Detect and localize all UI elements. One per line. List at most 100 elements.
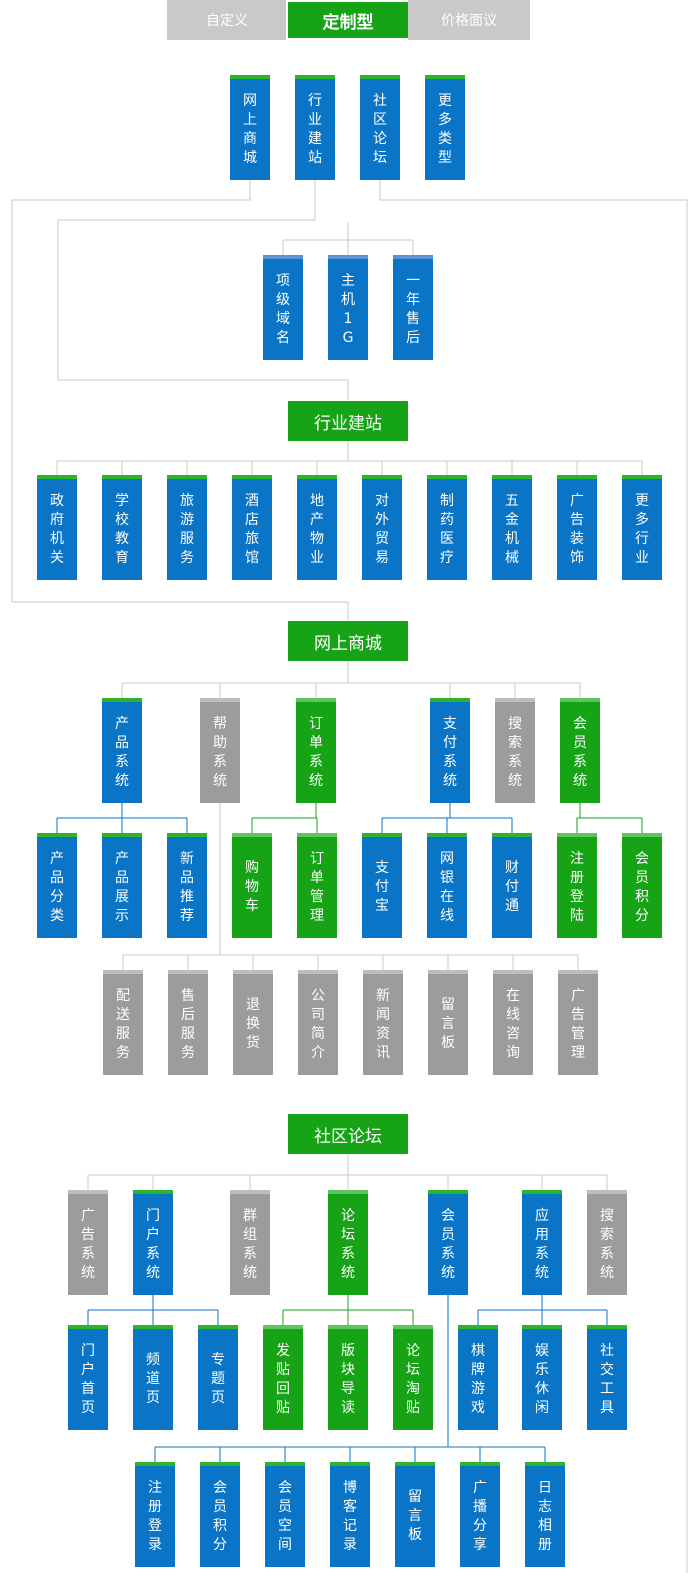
box-label: 版块导读 xyxy=(341,1342,355,1416)
mall-module-box: 产品系统 xyxy=(102,698,142,803)
help-item-box: 广告管理 xyxy=(558,970,598,1075)
box-label: 主机1G xyxy=(341,272,355,346)
box-label: 注册登录 xyxy=(148,1479,162,1553)
forum-module-box: 应用系统 xyxy=(522,1190,562,1295)
mall-sub-box: 产品分类 xyxy=(37,833,77,938)
outer-frame-line xyxy=(11,180,349,620)
box-label: 产品分类 xyxy=(50,850,64,924)
forum-module-box: 群组系统 xyxy=(230,1190,270,1295)
box-label: 产品展示 xyxy=(115,850,129,924)
industry-box: 旅游服务 xyxy=(167,475,207,580)
forum-module-box: 广告系统 xyxy=(68,1190,108,1295)
mall-module-box: 订单系统 xyxy=(296,698,336,803)
box-label: 更多类型 xyxy=(438,92,452,166)
member-item-box: 会员空间 xyxy=(265,1462,305,1567)
box-label: 帮助系统 xyxy=(213,715,227,789)
feature-box: 主机1G xyxy=(328,255,368,360)
box-label: 棋牌游戏 xyxy=(471,1342,485,1416)
industry-box: 地产物业 xyxy=(297,475,337,580)
help-item-box: 公司简介 xyxy=(298,970,338,1075)
forum-module-box: 门户系统 xyxy=(133,1190,173,1295)
box-label: 财付通 xyxy=(505,860,519,914)
box-label: 会员积分 xyxy=(213,1479,227,1553)
site-type-box: 行业建站 xyxy=(295,75,335,180)
site-type-box: 更多类型 xyxy=(425,75,465,180)
help-item-box: 退换货 xyxy=(233,970,273,1075)
box-label: 网上商城 xyxy=(243,92,257,166)
industry-box: 酒店旅馆 xyxy=(232,475,272,580)
box-label: 留言板 xyxy=(408,1489,422,1543)
industry-box: 更多行业 xyxy=(622,475,662,580)
mall-sub-box: 财付通 xyxy=(492,833,532,938)
help-item-box: 配送服务 xyxy=(103,970,143,1075)
industry-box: 学校教育 xyxy=(102,475,142,580)
inner-frame-line xyxy=(57,180,349,400)
mall-module-box: 搜索系统 xyxy=(495,698,535,803)
industry-box: 五金机械 xyxy=(492,475,532,580)
box-label: 留言板 xyxy=(441,997,455,1051)
box-label: 退换货 xyxy=(246,997,260,1051)
member-item-box: 日志相册 xyxy=(525,1462,565,1567)
industry-box: 对外贸易 xyxy=(362,475,402,580)
box-label: 支付宝 xyxy=(375,860,389,914)
box-label: 新品推荐 xyxy=(180,850,194,924)
box-label: 制药医疗 xyxy=(440,492,454,566)
box-label: 在线咨询 xyxy=(506,987,520,1061)
box-label: 会员系统 xyxy=(441,1207,455,1281)
help-item-box: 在线咨询 xyxy=(493,970,533,1075)
box-label: 社区论坛 xyxy=(373,92,387,166)
forum-sub-box: 棋牌游戏 xyxy=(458,1325,498,1430)
box-label: 专题页 xyxy=(211,1352,225,1406)
industry-box: 制药医疗 xyxy=(427,475,467,580)
forum-sub-box: 论坛淘贴 xyxy=(393,1325,433,1430)
forum-sub-box: 版块导读 xyxy=(328,1325,368,1430)
member-item-box: 注册登录 xyxy=(135,1462,175,1567)
box-label: 行业建站 xyxy=(308,92,322,166)
tab-3[interactable]: 价格面议 xyxy=(408,0,530,40)
box-label: 产品系统 xyxy=(115,715,129,789)
box-label: 订单系统 xyxy=(309,715,323,789)
member-item-box: 留言板 xyxy=(395,1462,435,1567)
box-label: 公司简介 xyxy=(311,987,325,1061)
box-label: 应用系统 xyxy=(535,1207,549,1281)
help-item-box: 售后服务 xyxy=(168,970,208,1075)
box-label: 广播分享 xyxy=(473,1479,487,1553)
box-label: 会员积分 xyxy=(635,850,649,924)
industry-header: 行业建站 xyxy=(288,401,408,441)
box-label: 频道页 xyxy=(146,1352,160,1406)
box-label: 学校教育 xyxy=(115,492,129,566)
box-label: 配送服务 xyxy=(116,987,130,1061)
forum-sub-box: 娱乐休闲 xyxy=(522,1325,562,1430)
member-item-box: 博客记录 xyxy=(330,1462,370,1567)
box-label: 群组系统 xyxy=(243,1207,257,1281)
box-label: 购物车 xyxy=(245,860,259,914)
box-label: 社交工具 xyxy=(600,1342,614,1416)
forum-module-box: 会员系统 xyxy=(428,1190,468,1295)
box-label: 一年售后 xyxy=(406,272,420,346)
mall-module-box: 帮助系统 xyxy=(200,698,240,803)
box-label: 会员空间 xyxy=(278,1479,292,1553)
box-label: 售后服务 xyxy=(181,987,195,1061)
forum-sub-box: 发贴回贴 xyxy=(263,1325,303,1430)
forum-sub-box: 社交工具 xyxy=(587,1325,627,1430)
box-label: 注册登陆 xyxy=(570,850,584,924)
box-label: 日志相册 xyxy=(538,1479,552,1553)
forum-header: 社区论坛 xyxy=(288,1114,408,1154)
mall-sub-box: 注册登陆 xyxy=(557,833,597,938)
box-label: 广告管理 xyxy=(571,987,585,1061)
tab-1[interactable]: 自定义 xyxy=(167,0,287,40)
tab-2[interactable]: 定制型 xyxy=(286,0,410,40)
mall-sub-box: 支付宝 xyxy=(362,833,402,938)
box-label: 项级域名 xyxy=(276,272,290,346)
mall-sub-box: 会员积分 xyxy=(622,833,662,938)
box-label: 发贴回贴 xyxy=(276,1342,290,1416)
forum-sub-box: 门户首页 xyxy=(68,1325,108,1430)
mall-sub-box: 网银在线 xyxy=(427,833,467,938)
forum-module-box: 论坛系统 xyxy=(328,1190,368,1295)
box-label: 地产物业 xyxy=(310,492,324,566)
box-label: 新闻资讯 xyxy=(376,987,390,1061)
help-item-box: 新闻资讯 xyxy=(363,970,403,1075)
mall-header: 网上商城 xyxy=(288,621,408,661)
